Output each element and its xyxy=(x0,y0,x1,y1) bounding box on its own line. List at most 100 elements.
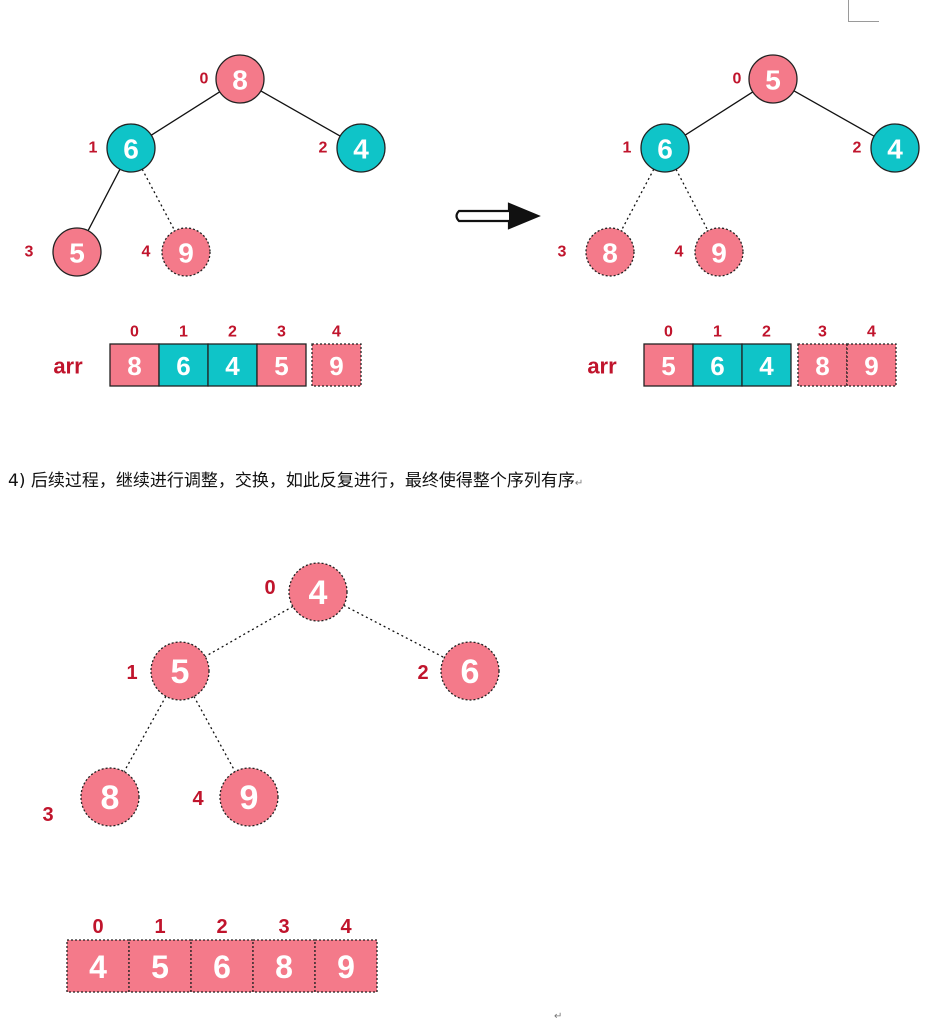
node-index-label: 4 xyxy=(142,244,151,261)
step4-edge-1-4 xyxy=(193,696,236,772)
array-cell-value: 5 xyxy=(151,949,169,985)
step3-before-array-cell-4 xyxy=(311,343,362,387)
step3-after-edge-1-3 xyxy=(620,168,655,232)
step3-before-node-3 xyxy=(52,227,102,277)
node-index-label: 1 xyxy=(89,140,98,157)
step4-node-0 xyxy=(288,562,348,622)
node-index-label: 1 xyxy=(126,662,137,684)
array-cell-value: 9 xyxy=(337,949,355,985)
array-index-label: 1 xyxy=(713,324,722,341)
node-value: 8 xyxy=(101,779,120,817)
node-index-label: 4 xyxy=(192,788,204,810)
step4-node-2 xyxy=(440,641,500,701)
step3-before-array-cell-3 xyxy=(256,343,307,387)
array-cell-value: 4 xyxy=(759,351,774,381)
array-index-label: 4 xyxy=(340,916,352,938)
array-cell-value: 6 xyxy=(176,351,190,381)
array-cell-value: 4 xyxy=(225,351,240,381)
step4-array-cell-3 xyxy=(252,939,316,993)
step3-after-array-cell-1 xyxy=(692,343,743,387)
array-cell-value: 4 xyxy=(89,949,107,985)
array-cell-value: 5 xyxy=(661,351,675,381)
step3-before-node-2 xyxy=(336,123,386,173)
array-cell-value: 6 xyxy=(710,351,724,381)
array-cell-value: 8 xyxy=(815,351,829,381)
step3-before-edge-1-4 xyxy=(141,168,176,232)
array-index-label: 0 xyxy=(92,916,103,938)
node-value: 4 xyxy=(309,574,328,612)
step4-array-cell-4 xyxy=(314,939,378,993)
array-name-label: arr xyxy=(53,354,83,379)
step4-node-3 xyxy=(80,767,140,827)
node-value: 9 xyxy=(711,238,727,269)
node-index-label: 3 xyxy=(25,244,34,261)
caption-text: 4) 后续过程，继续进行调整，交换，如此反复进行，最终使得整个序列有序 xyxy=(8,471,575,491)
node-index-label: 0 xyxy=(200,71,209,88)
step3-after-array-cell-2 xyxy=(741,343,792,387)
array-cell-value: 8 xyxy=(127,351,141,381)
array-index-label: 0 xyxy=(130,324,139,341)
step3-before-array-cell-0 xyxy=(109,343,160,387)
step4-edge-0-2 xyxy=(343,604,445,659)
array-cell-value: 9 xyxy=(864,351,878,381)
page-corner-mark xyxy=(848,0,879,22)
array-index-label: 3 xyxy=(277,324,286,341)
step3-before-node-0 xyxy=(215,54,265,104)
step4-node-1 xyxy=(150,641,210,701)
node-value: 6 xyxy=(461,653,480,691)
step3-before-array-cell-1 xyxy=(158,343,209,387)
step4-node-4 xyxy=(219,767,279,827)
step3-after-array-cell-0 xyxy=(643,343,694,387)
node-value: 8 xyxy=(602,238,618,269)
array-index-label: 3 xyxy=(278,916,289,938)
step4-edge-0-1 xyxy=(204,605,294,658)
step3-after-edge-0-2 xyxy=(793,90,875,137)
node-value: 5 xyxy=(171,653,190,691)
array-index-label: 2 xyxy=(762,324,771,341)
array-name-label: arr xyxy=(587,354,617,379)
array-index-label: 4 xyxy=(332,324,341,341)
array-index-label: 0 xyxy=(664,324,673,341)
array-index-label: 1 xyxy=(154,916,165,938)
array-cell-value: 5 xyxy=(274,351,288,381)
node-index-label: 2 xyxy=(417,662,428,684)
node-value: 9 xyxy=(240,779,259,817)
step3-before-edge-1-3 xyxy=(87,169,121,231)
node-index-label: 0 xyxy=(733,71,742,88)
node-value: 5 xyxy=(69,238,85,269)
array-index-label: 1 xyxy=(179,324,188,341)
array-cell-value: 9 xyxy=(329,351,343,381)
transition-arrow-icon xyxy=(455,202,541,230)
step-4-caption: 4) 后续过程，继续进行调整，交换，如此反复进行，最终使得整个序列有序↵ xyxy=(8,466,583,491)
step3-before-node-4 xyxy=(161,227,211,277)
step3-before-edge-0-1 xyxy=(150,91,221,136)
step3-after-array-cell-3 xyxy=(797,343,848,387)
node-value: 6 xyxy=(123,134,139,165)
array-cell-value: 6 xyxy=(213,949,231,985)
node-value: 4 xyxy=(887,134,903,165)
step3-before-edge-0-2 xyxy=(260,90,341,137)
step3-after-array-cell-4 xyxy=(846,343,897,387)
node-value: 8 xyxy=(232,65,248,96)
paragraph-return-icon: ↵ xyxy=(574,478,584,489)
node-value: 9 xyxy=(178,238,194,269)
node-index-label: 0 xyxy=(264,577,275,599)
array-cell-value: 8 xyxy=(275,949,293,985)
node-value: 4 xyxy=(353,134,369,165)
step3-after-edge-0-1 xyxy=(684,91,754,136)
array-index-label: 2 xyxy=(228,324,237,341)
step3-after-node-2 xyxy=(870,123,920,173)
node-value: 6 xyxy=(657,134,673,165)
step3-after-node-4 xyxy=(694,227,744,277)
node-index-label: 1 xyxy=(623,140,632,157)
step4-array-cell-1 xyxy=(128,939,192,993)
paragraph-return-icon: ↵ xyxy=(554,1011,563,1022)
node-index-label: 3 xyxy=(558,244,567,261)
step3-before-node-1 xyxy=(106,123,156,173)
node-index-label: 3 xyxy=(42,804,53,826)
node-value: 5 xyxy=(765,65,781,96)
step3-before-array-cell-2 xyxy=(207,343,258,387)
node-index-label: 2 xyxy=(853,140,862,157)
step3-after-node-3 xyxy=(585,227,635,277)
